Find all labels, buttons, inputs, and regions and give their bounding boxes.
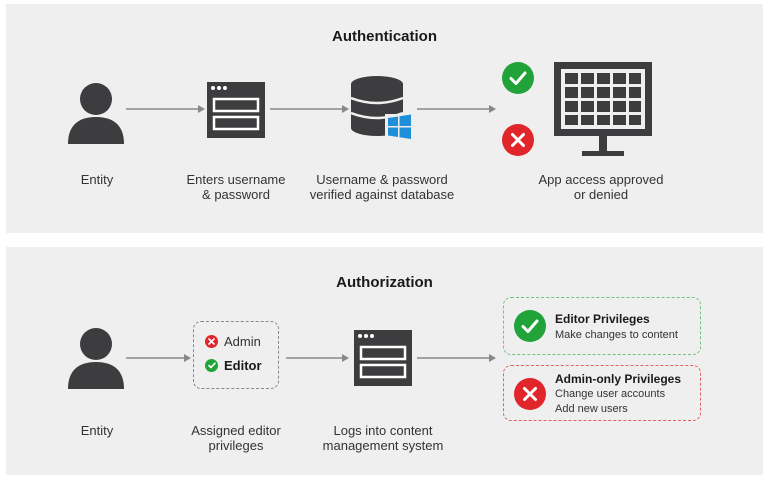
arrow-right-icon	[417, 353, 497, 363]
entity-label: Entity	[80, 172, 114, 187]
x-icon	[205, 335, 218, 348]
arrow-right-icon	[286, 353, 350, 363]
role-editor-item: Editor	[205, 358, 262, 373]
person-icon	[66, 327, 126, 389]
person-icon	[66, 82, 126, 144]
enters-credentials-label: Enters username & password	[186, 172, 286, 202]
editor-privilege-item: Make changes to content	[555, 329, 678, 341]
authentication-panel: Authentication Entity Enters username & …	[6, 4, 763, 233]
role-editor-label: Editor	[224, 358, 262, 373]
access-result-label: App access approved or denied	[538, 172, 664, 202]
login-form-icon	[207, 82, 265, 138]
editor-privileges-box: Editor Privileges Make changes to conten…	[503, 297, 701, 355]
database-windows-icon	[351, 76, 413, 140]
login-form-icon	[354, 330, 412, 386]
role-list-box: Admin Editor	[193, 321, 279, 389]
x-icon	[514, 378, 546, 410]
authentication-title: Authentication	[332, 28, 437, 45]
check-icon	[514, 310, 546, 342]
approved-check-icon	[502, 62, 534, 94]
arrow-right-icon	[270, 104, 350, 114]
role-admin-item: Admin	[205, 334, 261, 349]
authorization-panel: Authorization Entity Admin Editor Assign…	[6, 247, 763, 475]
monitor-grid-icon	[554, 62, 652, 158]
editor-privileges-title: Editor Privileges	[555, 312, 650, 326]
denied-x-icon	[502, 124, 534, 156]
check-icon	[205, 359, 218, 372]
admin-privileges-box: Admin-only Privileges Change user accoun…	[503, 365, 701, 421]
admin-privileges-title: Admin-only Privileges	[555, 372, 682, 386]
logs-into-cms-label: Logs into content management system	[322, 423, 444, 453]
arrow-right-icon	[126, 353, 192, 363]
arrow-right-icon	[126, 104, 206, 114]
role-admin-label: Admin	[224, 334, 261, 349]
assigned-privileges-label: Assigned editor privileges	[191, 423, 281, 453]
arrow-right-icon	[417, 104, 497, 114]
entity-label: Entity	[80, 423, 114, 438]
admin-privilege-item: Change user accounts	[555, 388, 666, 400]
admin-privilege-item: Add new users	[555, 403, 628, 415]
authorization-title: Authorization	[336, 274, 433, 291]
verified-database-label: Username & password verified against dat…	[309, 172, 455, 202]
